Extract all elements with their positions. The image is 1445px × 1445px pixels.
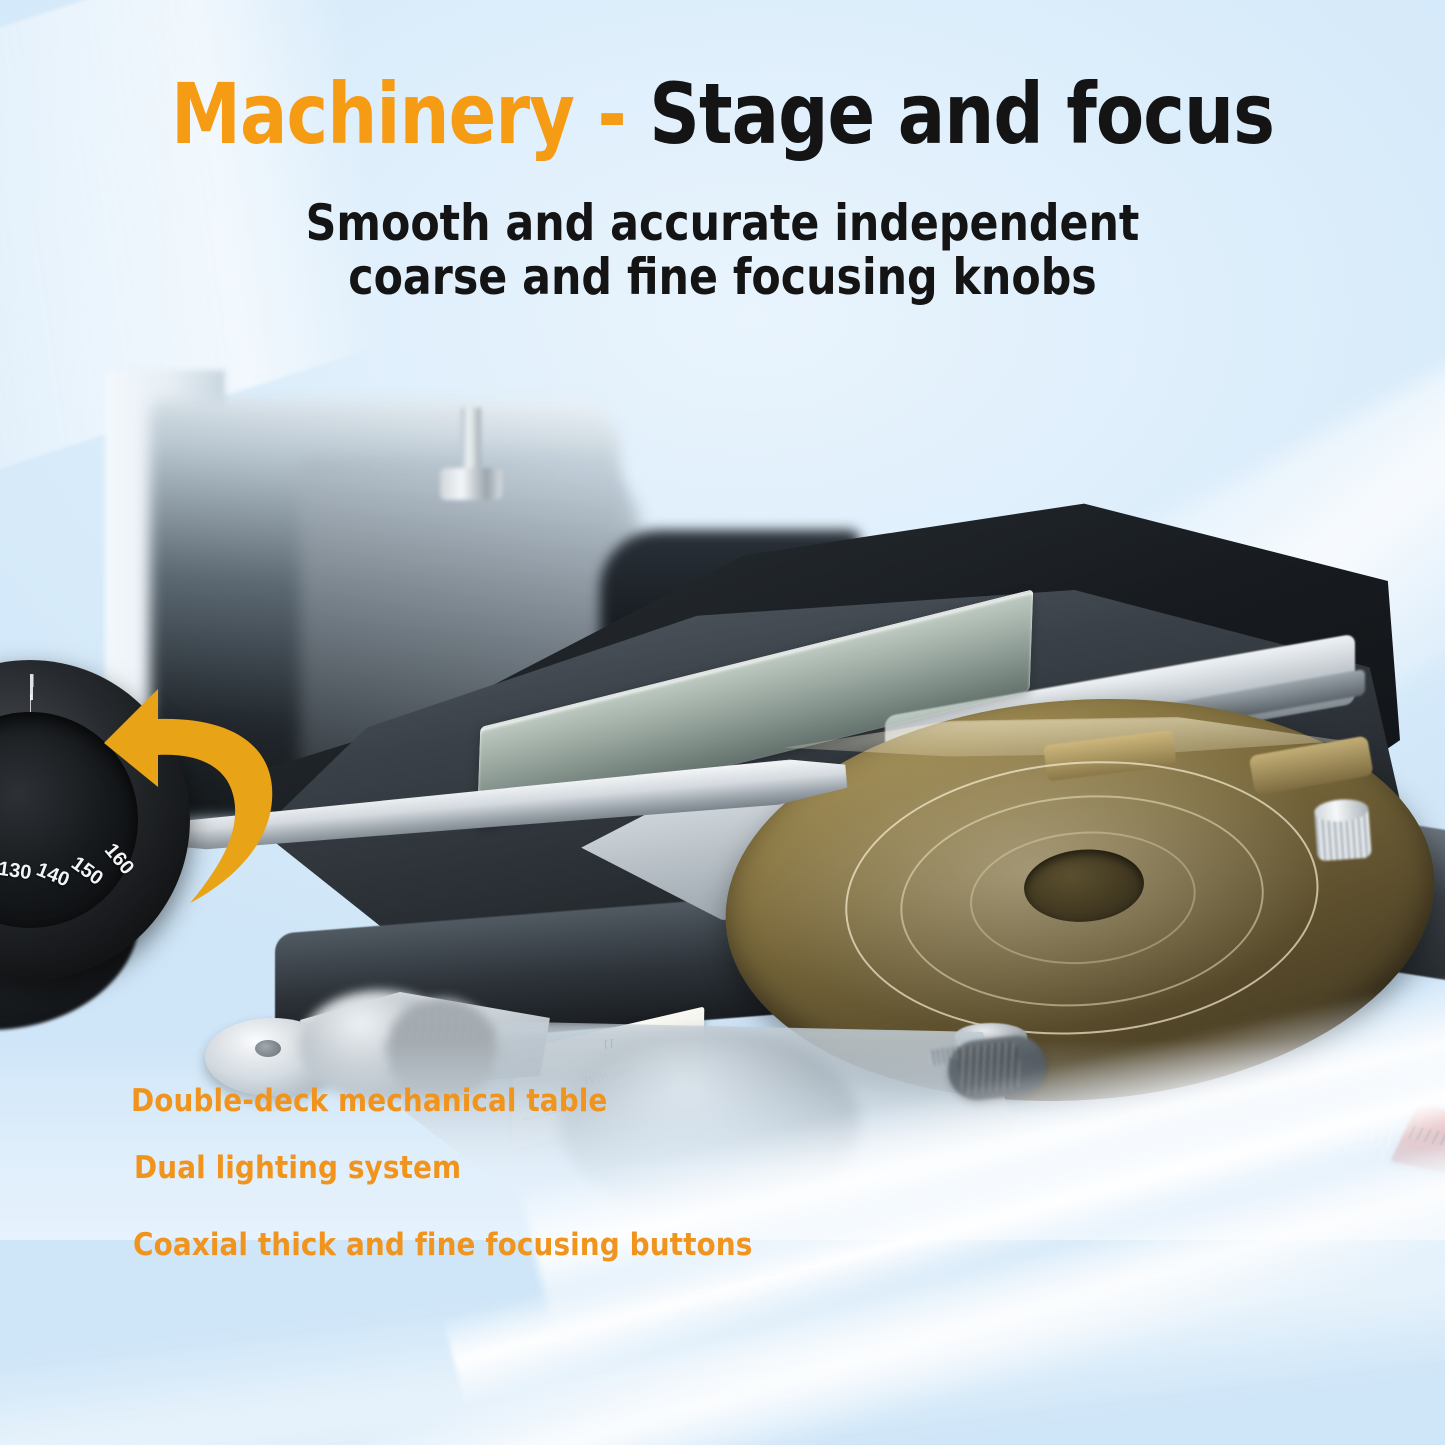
page-subtitle-line1: Smooth and accurate independent <box>305 194 1140 252</box>
stage-post-knob[interactable] <box>1313 797 1372 868</box>
thumbscrew-shaft <box>461 408 481 474</box>
page-title-dark: Stage and focus <box>649 65 1275 163</box>
thumbscrew <box>440 408 502 508</box>
photo-bottom-fade <box>0 1040 1445 1240</box>
page-subtitle-line2: coarse and fine focusing knobs <box>348 248 1097 306</box>
page-title: Machinery - Stage and focus <box>51 72 1395 156</box>
coarse-fine-focus-knob[interactable]: 80 90 100 110 120 130 140 150 160 <box>0 660 190 980</box>
thumbscrew-head <box>440 468 502 500</box>
feature-item-1: Double-deck mechanical table <box>131 1083 608 1119</box>
focus-knob-number-130: 130 <box>0 857 33 885</box>
rotation-arrow-icon <box>104 689 273 903</box>
page-title-orange: Machinery - <box>170 65 627 163</box>
feature-item-3: Coaxial thick and fine focusing buttons <box>133 1227 753 1263</box>
page-subtitle: Smooth and accurate independent coarse a… <box>36 196 1409 304</box>
feature-item-2: Dual lighting system <box>134 1150 462 1186</box>
rotation-arrow <box>72 665 282 925</box>
